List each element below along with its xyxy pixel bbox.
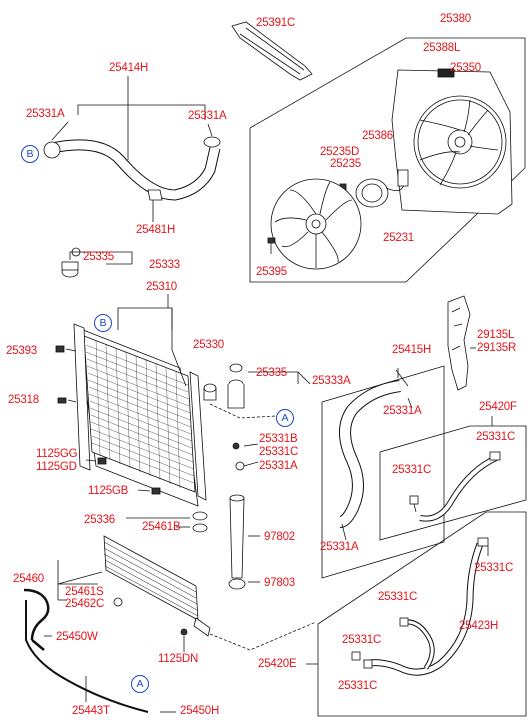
reservoir-tank [203,363,311,409]
callout-25310: 25310 [146,281,177,293]
callout-25331c-r5: 25331C [342,634,382,646]
callout-25331c-r3: 25331C [474,562,514,574]
callout-25331a-bottom: 25331A [320,541,359,553]
callout-25336: 25336 [84,514,115,526]
callout-25380: 25380 [440,13,471,25]
callout-25415h: 25415H [392,344,432,356]
callout-25331c-r1: 25331C [476,431,516,443]
screw-25395 [267,237,276,254]
callout-25460: 25460 [13,573,44,585]
fan-blade [270,178,362,270]
reference-marker-b-upper: B [21,145,39,163]
callout-1125gd: 1125GD [36,461,77,473]
callout-1125gg: 1125GG [36,448,78,460]
callout-25331c-r4: 25331C [378,591,418,603]
callout-25333a: 25333A [312,375,351,387]
callout-25420e: 25420E [258,658,297,670]
callout-25333: 25333 [149,259,180,271]
radiator-bottom-fittings [126,511,208,533]
callout-25331c-r2: 25331C [392,464,432,476]
side-bracket [447,295,476,391]
callout-29135l: 29135L [477,329,515,341]
callout-29135r: 29135R [477,342,517,354]
callout-25331c-mid: 25331C [259,446,299,458]
callout-25461s: 25461S [65,586,104,598]
callout-25388l: 25388L [423,42,461,54]
callout-25331a-mid: 25331A [259,460,298,472]
upper-hose [43,136,221,201]
oil-cooler-hoses [23,588,176,713]
callout-25331c-r6: 25331C [338,680,378,692]
callout-25423h: 25423H [459,620,499,632]
hose-25420e-box [306,511,527,717]
reference-marker-a-lower: A [131,675,149,693]
callout-25414h: 25414H [109,62,149,74]
radiator-cap [61,247,133,278]
callout-1125dn: 1125DN [158,653,199,665]
callout-25443t: 25443T [72,705,110,717]
callout-25450h: 25450H [180,705,220,717]
fasteners [55,345,259,495]
callout-25393: 25393 [6,345,37,357]
callout-25481h: 25481H [136,224,176,236]
reference-marker-a-reservoir: A [276,409,294,427]
callout-25461b: 25461B [142,521,181,533]
filler-tube [228,494,260,590]
callout-25235d: 25235D [320,146,360,158]
callout-25420f: 25420F [479,401,517,413]
callout-25462c: 25462C [65,598,105,610]
reference-marker-b-radiator: B [94,314,112,332]
callout-25395: 25395 [256,266,287,278]
callout-25331a-upper-left: 25331A [26,108,65,120]
callout-25335-mid: 25335 [256,367,287,379]
lower-hose-box [321,365,445,579]
callout-25386: 25386 [362,130,393,142]
oil-cooler [57,535,211,652]
callout-25450w: 25450W [56,631,98,643]
dashed-connections [209,403,317,651]
callout-25391c: 25391C [256,17,296,29]
hose-25420f-box [379,416,527,541]
radiator-core [73,294,207,507]
fan-assembly-box [249,37,526,283]
fan-motor [355,169,409,208]
callout-25350: 25350 [450,62,481,74]
callout-25318: 25318 [8,394,39,406]
callout-25331a-upper-right: 25331A [188,110,227,122]
callout-25235: 25235 [330,158,361,170]
callout-25231: 25231 [383,232,414,244]
callout-97802: 97802 [264,531,295,543]
leader-lines-upper-hose [51,76,213,222]
callout-25331a-right: 25331A [383,405,422,417]
callout-25330: 25330 [193,339,224,351]
shroud-bracket [231,21,313,81]
callout-25331b: 25331B [259,433,298,445]
callout-97803: 97803 [264,577,295,589]
fan-shroud [391,68,513,215]
callout-25335-top: 25335 [83,251,114,263]
callout-1125gb: 1125GB [88,485,129,497]
